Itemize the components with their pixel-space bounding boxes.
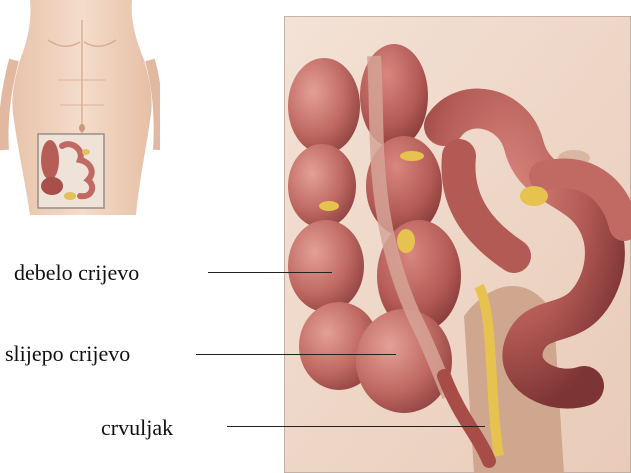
label-colon: debelo crijevo — [14, 260, 139, 286]
leader-line-appendix — [227, 426, 485, 427]
leader-line-colon — [208, 272, 332, 273]
leader-line-cecum — [196, 354, 396, 355]
torso-figure — [0, 0, 160, 230]
label-appendix: crvuljak — [101, 415, 173, 441]
intestine-illustration — [284, 16, 631, 473]
label-cecum: slijepo crijevo — [5, 341, 130, 367]
